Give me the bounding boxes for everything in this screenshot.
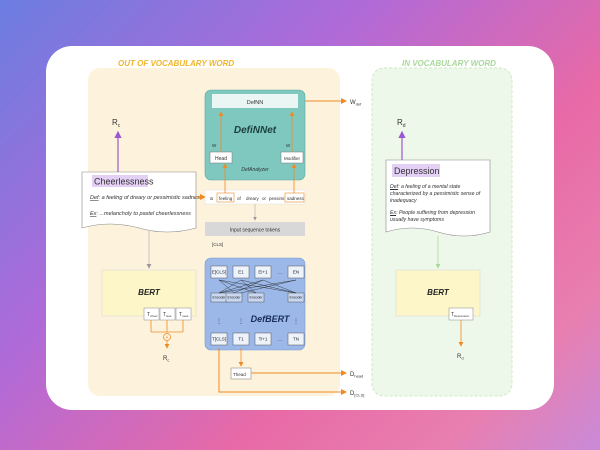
input-sequence-label: Input sequence tokens <box>230 228 281 234</box>
seq-word-or: or <box>262 196 267 201</box>
oov-sum-circle <box>163 333 171 341</box>
iv-token: TDepression <box>451 312 470 318</box>
seq-word-a: a <box>210 196 213 202</box>
iv-word: Depression <box>394 166 440 176</box>
defbert-output-0-box <box>210 332 228 346</box>
defbert-output-row: T[CLS] T1 Ti+1... TN <box>210 332 305 346</box>
defbert-attention-lines <box>218 279 297 294</box>
svg-text:+: + <box>166 335 169 341</box>
iv-title: IN VOCABULARY WORD <box>402 59 496 68</box>
oov-definition: Def: a feeling of dreary or pessimistic … <box>90 195 203 201</box>
defbert-title: DefBERT <box>251 314 291 324</box>
definnet-output-label: Wdef <box>350 100 362 107</box>
oov-bert-label: BERT <box>138 288 161 297</box>
svg-text:Tless: Tless <box>163 312 172 318</box>
definnet-title: DefiNNet <box>234 125 277 136</box>
defbert-output-2: Ti+1 <box>259 337 268 342</box>
oov-token-cheer: Tcheer <box>143 307 160 321</box>
cls-output-arrow <box>218 348 347 395</box>
seq-word-sadness: sadness <box>287 196 305 201</box>
defbert-encoder-3: Encoder <box>289 296 303 300</box>
seq-word-feeling: feeling <box>219 196 233 201</box>
iv-bert-label: BERT <box>427 288 450 297</box>
defbert-embed-0: E[CLS] <box>212 270 226 275</box>
iv-example-wrap: Ex: People suffering from depression usu… <box>390 210 476 223</box>
defbert-embedding-row: E[CLS] E1 Ei+1... EN <box>210 265 305 279</box>
definnet-weight-left: W <box>212 143 217 148</box>
oov-word: Cheerlessness <box>94 177 154 187</box>
cls-token-label: [CLS] <box>212 242 223 247</box>
iv-definition: Def: a feeling of a mental state charact… <box>390 184 481 204</box>
oov-word-highlight <box>92 175 148 187</box>
defbert-encoder-0: Encoder <box>212 296 226 300</box>
defbert-encoder-1: Encoder <box>227 296 241 300</box>
svg-text:Tness: Tness <box>179 312 189 318</box>
iv-top-vector: Rd <box>397 118 406 129</box>
defbert-output-3: ... <box>278 337 282 342</box>
seq-word-dreary: dreary <box>246 196 260 201</box>
seq-word-of: of <box>237 196 242 201</box>
oov-bottom-vector: Rc <box>163 356 169 363</box>
defbert-output-4: TN <box>293 337 299 342</box>
defbert-output-4-box <box>287 332 305 346</box>
iv-bottom-vector: Rd <box>457 354 464 361</box>
defbert-embed-4-box <box>287 265 305 279</box>
svg-text:Tcheer: Tcheer <box>147 312 158 318</box>
defnn-label: DefNN <box>247 100 264 106</box>
oov-title: OUT OF VOCABULARY WORD <box>118 59 234 68</box>
defbert-embed-1-box <box>232 265 250 279</box>
seq-word-feeling-box <box>216 192 235 203</box>
defbert-embed-2-box <box>254 265 272 279</box>
oov-token-less: Tless <box>159 307 176 321</box>
out-head-label: Dhead <box>350 372 363 379</box>
defbert-embed-1: E1 <box>238 270 244 275</box>
definnet-weight-right: W <box>286 143 291 148</box>
defnn-box <box>212 94 298 108</box>
defbert-embed-2: Ei+1 <box>258 270 268 275</box>
oov-token-merge-lines <box>150 320 184 333</box>
defbert-output-1: T1 <box>238 337 244 342</box>
defbert-embed-4: EN <box>293 270 299 275</box>
input-sequence-box <box>205 222 305 236</box>
oov-token-ness: Tness <box>175 307 192 321</box>
defbert-encoder-2: Encoder <box>249 296 263 300</box>
seq-word-pessimistic: pessimistic <box>269 196 292 201</box>
defbert-block <box>204 257 306 351</box>
head-label: Head <box>215 156 227 162</box>
iv-word-highlight <box>392 164 440 177</box>
svg-text:⋮: ⋮ <box>238 319 244 325</box>
iv-dictionary-card <box>385 159 491 237</box>
svg-text:⋮: ⋮ <box>293 319 299 325</box>
defbert-embed-3: ... <box>278 270 282 275</box>
svg-text:⋮: ⋮ <box>216 319 222 325</box>
defbert-output-2-box <box>254 332 272 346</box>
oov-top-vector: Rc <box>112 118 121 129</box>
iv-definition-wrap: Def: a feeling of a mental state charact… <box>390 184 481 204</box>
defanalyzer-label: DefAnalyzer <box>241 167 269 173</box>
out-cls-label: D[CLS] <box>350 391 364 398</box>
modifier-label: Modifier <box>284 156 301 161</box>
defbert-embed-0-box <box>210 265 228 279</box>
defbert-output-1-box <box>232 332 250 346</box>
defbert-output-0: T[CLS] <box>212 337 226 342</box>
iv-example: Ex: People suffering from depression usu… <box>390 210 476 223</box>
oov-example: Ex: ...melancholy to pastel cheerlessnes… <box>90 211 191 217</box>
thead-label: Thead <box>233 372 246 377</box>
seq-word-sadness-box <box>284 192 305 203</box>
